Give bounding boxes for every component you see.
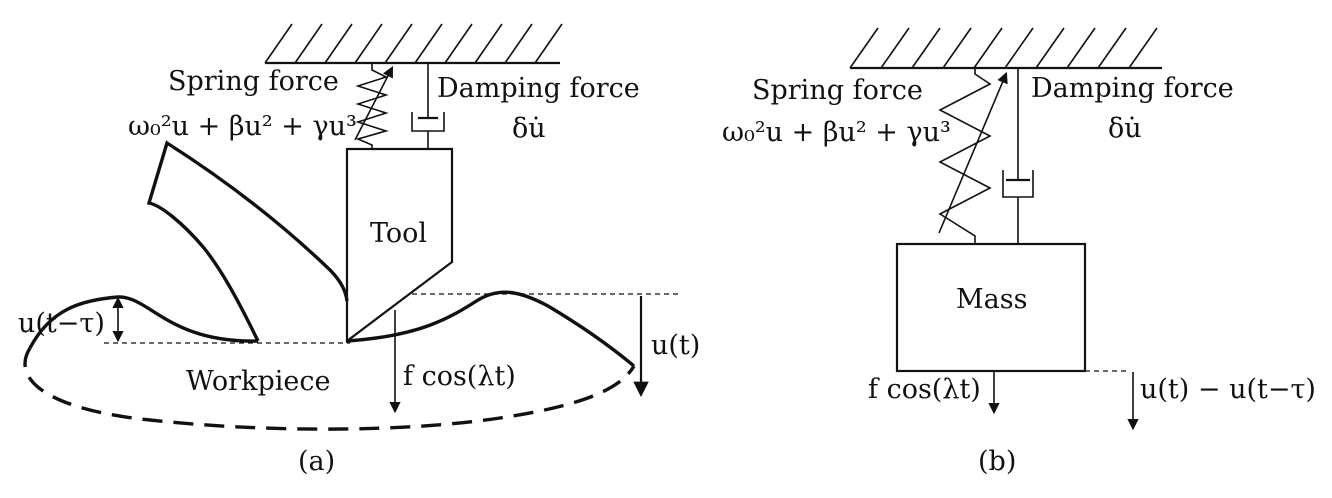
- workpiece-label: Workpiece: [186, 366, 330, 397]
- damping-force-label-b: Damping force: [1031, 73, 1234, 104]
- tool-label: Tool: [370, 218, 427, 249]
- spring-force-formula-b: ω₀²u + βu² + γu³: [722, 117, 951, 148]
- damping-force-label: Damping force: [437, 73, 640, 104]
- caption-b: (b): [978, 446, 1016, 477]
- mass-label: Mass: [956, 284, 1027, 315]
- ceiling-a: [264, 23, 563, 65]
- delay-label: u(t−τ): [18, 308, 105, 339]
- chip: [146, 140, 349, 342]
- damper-a: [411, 63, 445, 149]
- force-label-b: f cos(λt): [868, 374, 981, 405]
- relative-displacement-label: u(t) − u(t−τ): [1140, 374, 1316, 405]
- mass-block: [895, 242, 1087, 373]
- tool: [345, 147, 454, 344]
- spring-b: [938, 68, 1008, 244]
- workpiece-boundary: [23, 347, 636, 431]
- spring-force-formula: ω₀²u + βu² + γu³: [128, 111, 357, 142]
- spring-a: [354, 63, 394, 149]
- machined-surface: [346, 290, 636, 368]
- panel-a: Tool u(t−τ) u(t) f cos(λt) Spring force …: [18, 23, 700, 477]
- damping-force-formula-b: δu̇: [1108, 113, 1142, 144]
- caption-a: (a): [298, 446, 335, 477]
- panel-b: Mass f cos(λt) u(t) − u(t−τ) Spring forc…: [722, 27, 1316, 477]
- ceiling-b: [849, 27, 1162, 70]
- force-label: f cos(λt): [403, 361, 516, 392]
- spring-force-label-b: Spring force: [752, 75, 923, 106]
- damper-b: [1002, 68, 1034, 244]
- spring-arrow-b: [938, 71, 1008, 234]
- damping-force-formula: δu̇: [512, 113, 546, 144]
- spring-force-label: Spring force: [168, 66, 339, 97]
- spring-arrow: [354, 66, 394, 141]
- displacement-label: u(t): [651, 330, 700, 361]
